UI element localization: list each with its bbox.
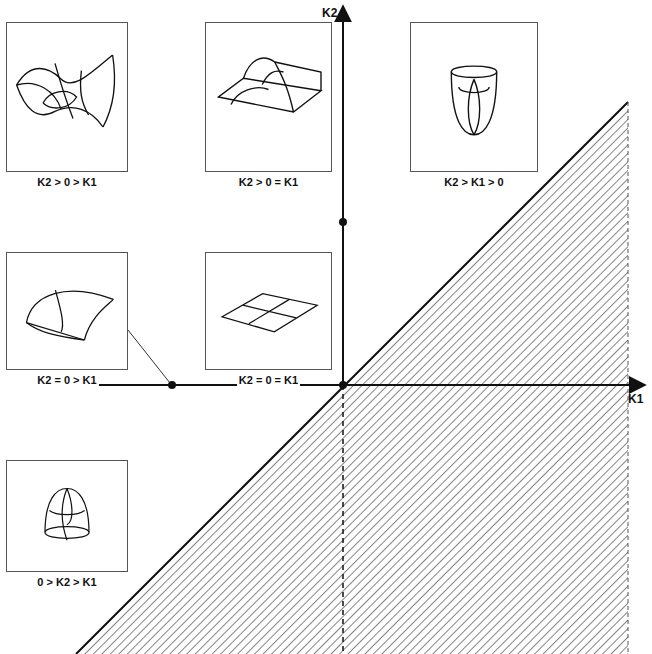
surface-caption: K2 = 0 = K1	[205, 374, 332, 386]
surface-frame	[6, 22, 128, 172]
caption-text: K2 = 0 = K1	[237, 374, 300, 386]
sketch-stroke	[45, 527, 89, 533]
sketch-stroke	[451, 66, 496, 77]
sketch-stroke	[17, 83, 61, 109]
surface-box: K2 = 0 = K1	[205, 252, 332, 386]
axis-dot	[339, 218, 347, 226]
axis-dot	[168, 381, 176, 389]
surface-caption: K2 > 0 = K1	[205, 176, 332, 188]
sketch-stroke	[17, 55, 113, 85]
sketch-stroke	[249, 299, 290, 323]
sketch-stroke	[219, 78, 322, 112]
sketch-stroke	[45, 489, 89, 533]
k2-axis	[342, 6, 344, 385]
surface-sketch	[7, 23, 127, 171]
axis-label: K1	[628, 392, 643, 406]
caption-text: K2 = 0 > K1	[35, 374, 98, 386]
surface-frame	[410, 22, 538, 172]
sketch-stroke	[84, 299, 113, 340]
surface-box: 0 > K2 > K1	[6, 460, 128, 588]
sketch-stroke	[222, 294, 317, 332]
sketch-stroke	[55, 290, 62, 332]
surface-box: K2 > 0 = K1	[205, 22, 332, 188]
sketch-stroke	[244, 58, 322, 91]
sketch-stroke	[103, 55, 114, 127]
axis-label: K2	[322, 6, 337, 20]
sketch-stroke	[231, 88, 269, 105]
caption-text: 0 > K2 > K1	[35, 576, 98, 588]
k1-axis	[60, 384, 645, 386]
surface-sketch	[206, 23, 331, 171]
surface-caption: K2 > 0 > K1	[6, 176, 128, 188]
diagonal-line	[76, 102, 628, 654]
sketch-stroke	[43, 92, 77, 108]
origin-dot	[339, 381, 347, 389]
caption-text: K2 > 0 = K1	[237, 176, 300, 188]
surface-sketch	[206, 253, 331, 369]
sketch-stroke	[49, 511, 84, 515]
surface-frame	[205, 252, 332, 370]
sketch-stroke	[45, 533, 89, 539]
surface-frame	[205, 22, 332, 172]
sketch-stroke	[26, 323, 84, 340]
leader-line	[128, 330, 170, 383]
surface-box: K2 = 0 > K1	[6, 252, 128, 386]
dashed-line	[628, 102, 629, 654]
sketch-stroke	[26, 291, 113, 322]
dashed-axis	[342, 385, 344, 654]
sketch-stroke	[262, 71, 283, 84]
sketch-stroke	[275, 62, 294, 112]
sketch-stroke	[468, 79, 474, 134]
surface-box: K2 > 0 > K1	[6, 22, 128, 188]
surface-caption: K2 = 0 > K1	[6, 374, 128, 386]
surface-caption: K2 > K1 > 0	[410, 176, 538, 188]
hatched-region	[76, 102, 628, 654]
sketch-stroke	[81, 71, 89, 115]
sketch-stroke	[459, 87, 489, 93]
surface-frame	[6, 252, 128, 370]
surface-box: K2 > K1 > 0	[410, 22, 538, 188]
caption-text: K2 > 0 > K1	[35, 176, 98, 188]
sketch-stroke	[67, 489, 72, 525]
surface-sketch	[7, 253, 127, 369]
surface-caption: 0 > K2 > K1	[6, 576, 128, 588]
sketch-stroke	[474, 79, 480, 134]
caption-text: K2 > K1 > 0	[442, 176, 505, 188]
surface-frame	[6, 460, 128, 572]
sketch-stroke	[451, 72, 496, 135]
surface-sketch	[7, 461, 127, 571]
surface-sketch	[411, 23, 537, 171]
sketch-stroke	[26, 323, 84, 340]
